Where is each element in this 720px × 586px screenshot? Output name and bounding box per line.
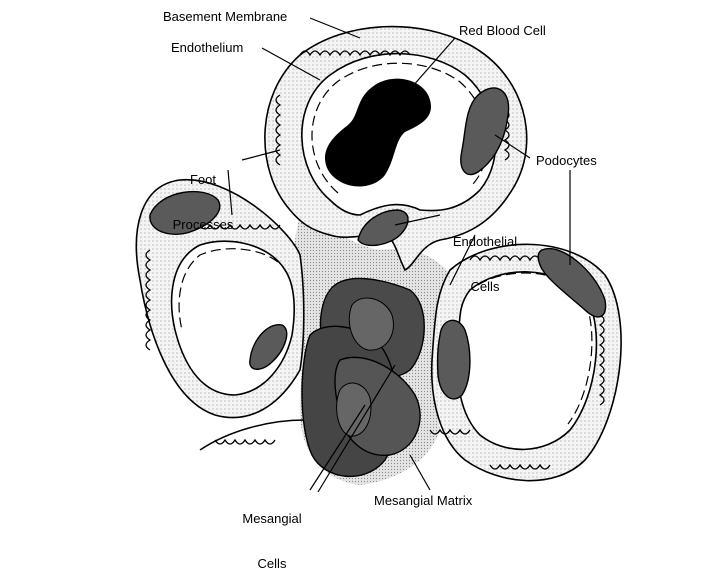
label-basement-membrane: Basement Membrane <box>163 9 288 24</box>
mesangial-nucleus-2 <box>336 382 372 437</box>
label-endothelial-cells: Endothelial Cells <box>440 204 530 309</box>
lower-left-arm <box>199 419 306 451</box>
leader-mesangial-cells-2 <box>317 364 396 493</box>
label-endothelial-cells-line2: Cells <box>470 279 500 294</box>
mesangial-nucleus-1 <box>348 297 394 351</box>
label-mesangial-cells-line1: Mesangial <box>242 511 302 526</box>
right-foot-processes <box>598 304 605 406</box>
label-foot-processes: Foot Processes <box>163 142 243 247</box>
left-foot-processes <box>145 249 152 351</box>
podocyte-right <box>537 247 607 318</box>
label-podocytes: Podocytes <box>536 153 597 168</box>
right-foot-processes-bottom <box>489 463 551 470</box>
podocyte-left <box>149 190 221 235</box>
leader-basement-membrane <box>309 17 361 39</box>
leader-red-blood-cell <box>404 37 456 96</box>
leader-mesangial-matrix <box>409 454 431 491</box>
endothelial-cell-top <box>357 209 409 247</box>
leader-lines <box>227 17 571 493</box>
leader-foot-processes-2 <box>227 169 233 216</box>
leader-endothelial-cells-2 <box>449 234 476 286</box>
endothelial-cell-left <box>249 324 288 370</box>
leader-foot-processes <box>241 149 281 161</box>
label-mesangial-cells: Mesangial Cells <box>232 481 312 586</box>
label-foot-processes-line2: Processes <box>172 217 234 232</box>
left-endothelium-line <box>178 248 279 331</box>
leader-endothelial-cells <box>394 214 441 226</box>
left-foot-processes-top <box>189 223 281 230</box>
top-foot-processes <box>299 50 411 57</box>
podocyte-top <box>460 87 510 176</box>
lower-right-foot-processes <box>429 428 471 435</box>
label-mesangial-cells-line2: Cells <box>257 556 287 571</box>
label-mesangial-matrix: Mesangial Matrix <box>374 493 473 508</box>
label-endothelium: Endothelium <box>171 40 244 55</box>
label-red-blood-cell: Red Blood Cell <box>459 23 546 38</box>
label-endothelial-cells-line1: Endothelial <box>452 234 518 249</box>
leader-mesangial-cells <box>309 404 366 491</box>
diagram-canvas <box>135 17 622 493</box>
leader-endothelium <box>261 47 321 81</box>
leader-podocytes <box>494 134 531 159</box>
glomerulus-diagram: Basement Membrane Endothelium Red Blood … <box>135 9 622 571</box>
top-foot-processes-left <box>275 94 282 166</box>
label-foot-processes-line1: Foot <box>189 172 216 187</box>
right-foot-processes-top <box>469 255 551 262</box>
endothelial-cell-right <box>436 319 471 400</box>
lower-left-foot-processes <box>214 438 276 445</box>
red-blood-cell <box>324 78 431 187</box>
